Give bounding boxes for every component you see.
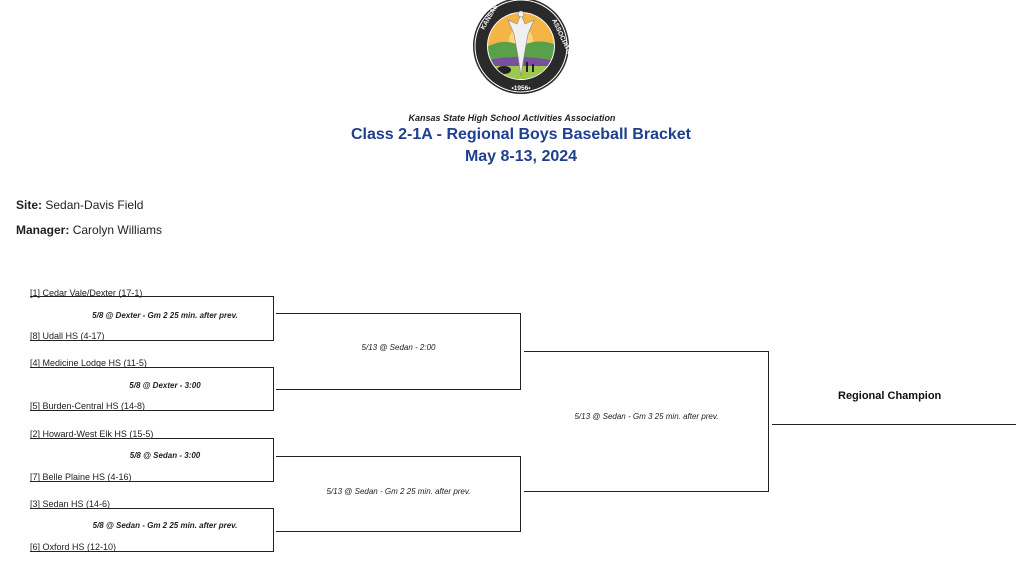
bracket-line [30, 551, 274, 552]
bracket-line [30, 438, 274, 439]
khsaa-seal-logo: KANSAS STATE HIGH SCHOOL ACTIVITIES ASSO… [473, 0, 580, 94]
regional-champion-label: Regional Champion [838, 390, 942, 402]
bracket-line [276, 531, 521, 532]
site-info: Site: Sedan-Davis Field [16, 198, 143, 212]
round1-game2-team-bottom: [5] Burden-Central HS (14-8) [30, 401, 146, 411]
bracket-line [273, 438, 274, 482]
seal-year: •1956• [511, 85, 531, 92]
site-label: Site: [16, 198, 43, 212]
round1-game4-info: 5/8 @ Sedan - Gm 2 25 min. after prev. [92, 521, 238, 530]
bracket-line [524, 491, 769, 492]
manager-value: Carolyn Williams [72, 223, 163, 237]
round2-game2-info: 5/13 @ Sedan - Gm 2 25 min. after prev. [326, 487, 471, 496]
organization-name: Kansas State High School Activities Asso… [408, 113, 616, 123]
round1-game1-team-bottom: [8] Udall HS (4-17) [30, 331, 105, 341]
round1-game4-team-bottom: [6] Oxford HS (12-10) [30, 542, 117, 552]
bracket-line [30, 340, 274, 341]
bracket-line [30, 410, 274, 411]
manager-label: Manager: [16, 223, 70, 237]
bracket-line [273, 296, 274, 341]
bracket-line [273, 367, 274, 411]
bracket-line [30, 508, 274, 509]
bracket-line [276, 389, 521, 390]
round1-game3-team-top: [2] Howard-West Elk HS (15-5) [30, 429, 154, 439]
champion-line [772, 424, 1016, 425]
round1-game3-team-bottom: [7] Belle Plaine HS (4-16) [30, 472, 132, 482]
round1-game2-team-top: [4] Medicine Lodge HS (11-5) [30, 358, 147, 368]
bracket-line [30, 296, 274, 297]
round1-game1-team-top: [1] Cedar Vale/Dexter (17-1) [30, 288, 143, 298]
bracket-line [30, 481, 274, 482]
bracket-dates: May 8-13, 2024 [464, 148, 578, 165]
bracket-line [524, 351, 769, 352]
bracket-line [276, 456, 521, 457]
bracket-line [276, 313, 521, 314]
round1-game3-info: 5/8 @ Sedan - 3:00 [129, 451, 201, 460]
bracket-line [520, 313, 521, 390]
round1-game1-info: 5/8 @ Dexter - Gm 2 25 min. after prev. [92, 311, 238, 320]
round1-game4-team-top: [3] Sedan HS (14-6) [30, 499, 111, 509]
bracket-line [30, 367, 274, 368]
page-title: Class 2-1A - Regional Boys Baseball Brac… [351, 126, 691, 143]
manager-info: Manager: Carolyn Williams [16, 223, 162, 237]
bracket-line [520, 456, 521, 532]
round2-game1-info: 5/13 @ Sedan - 2:00 [361, 343, 436, 352]
round1-game2-info: 5/8 @ Dexter - 3:00 [129, 381, 201, 390]
bracket-line [768, 351, 769, 492]
bracket-line [273, 508, 274, 552]
site-value: Sedan-Davis Field [45, 198, 144, 212]
final-game-info: 5/13 @ Sedan - Gm 3 25 min. after prev. [574, 412, 719, 421]
